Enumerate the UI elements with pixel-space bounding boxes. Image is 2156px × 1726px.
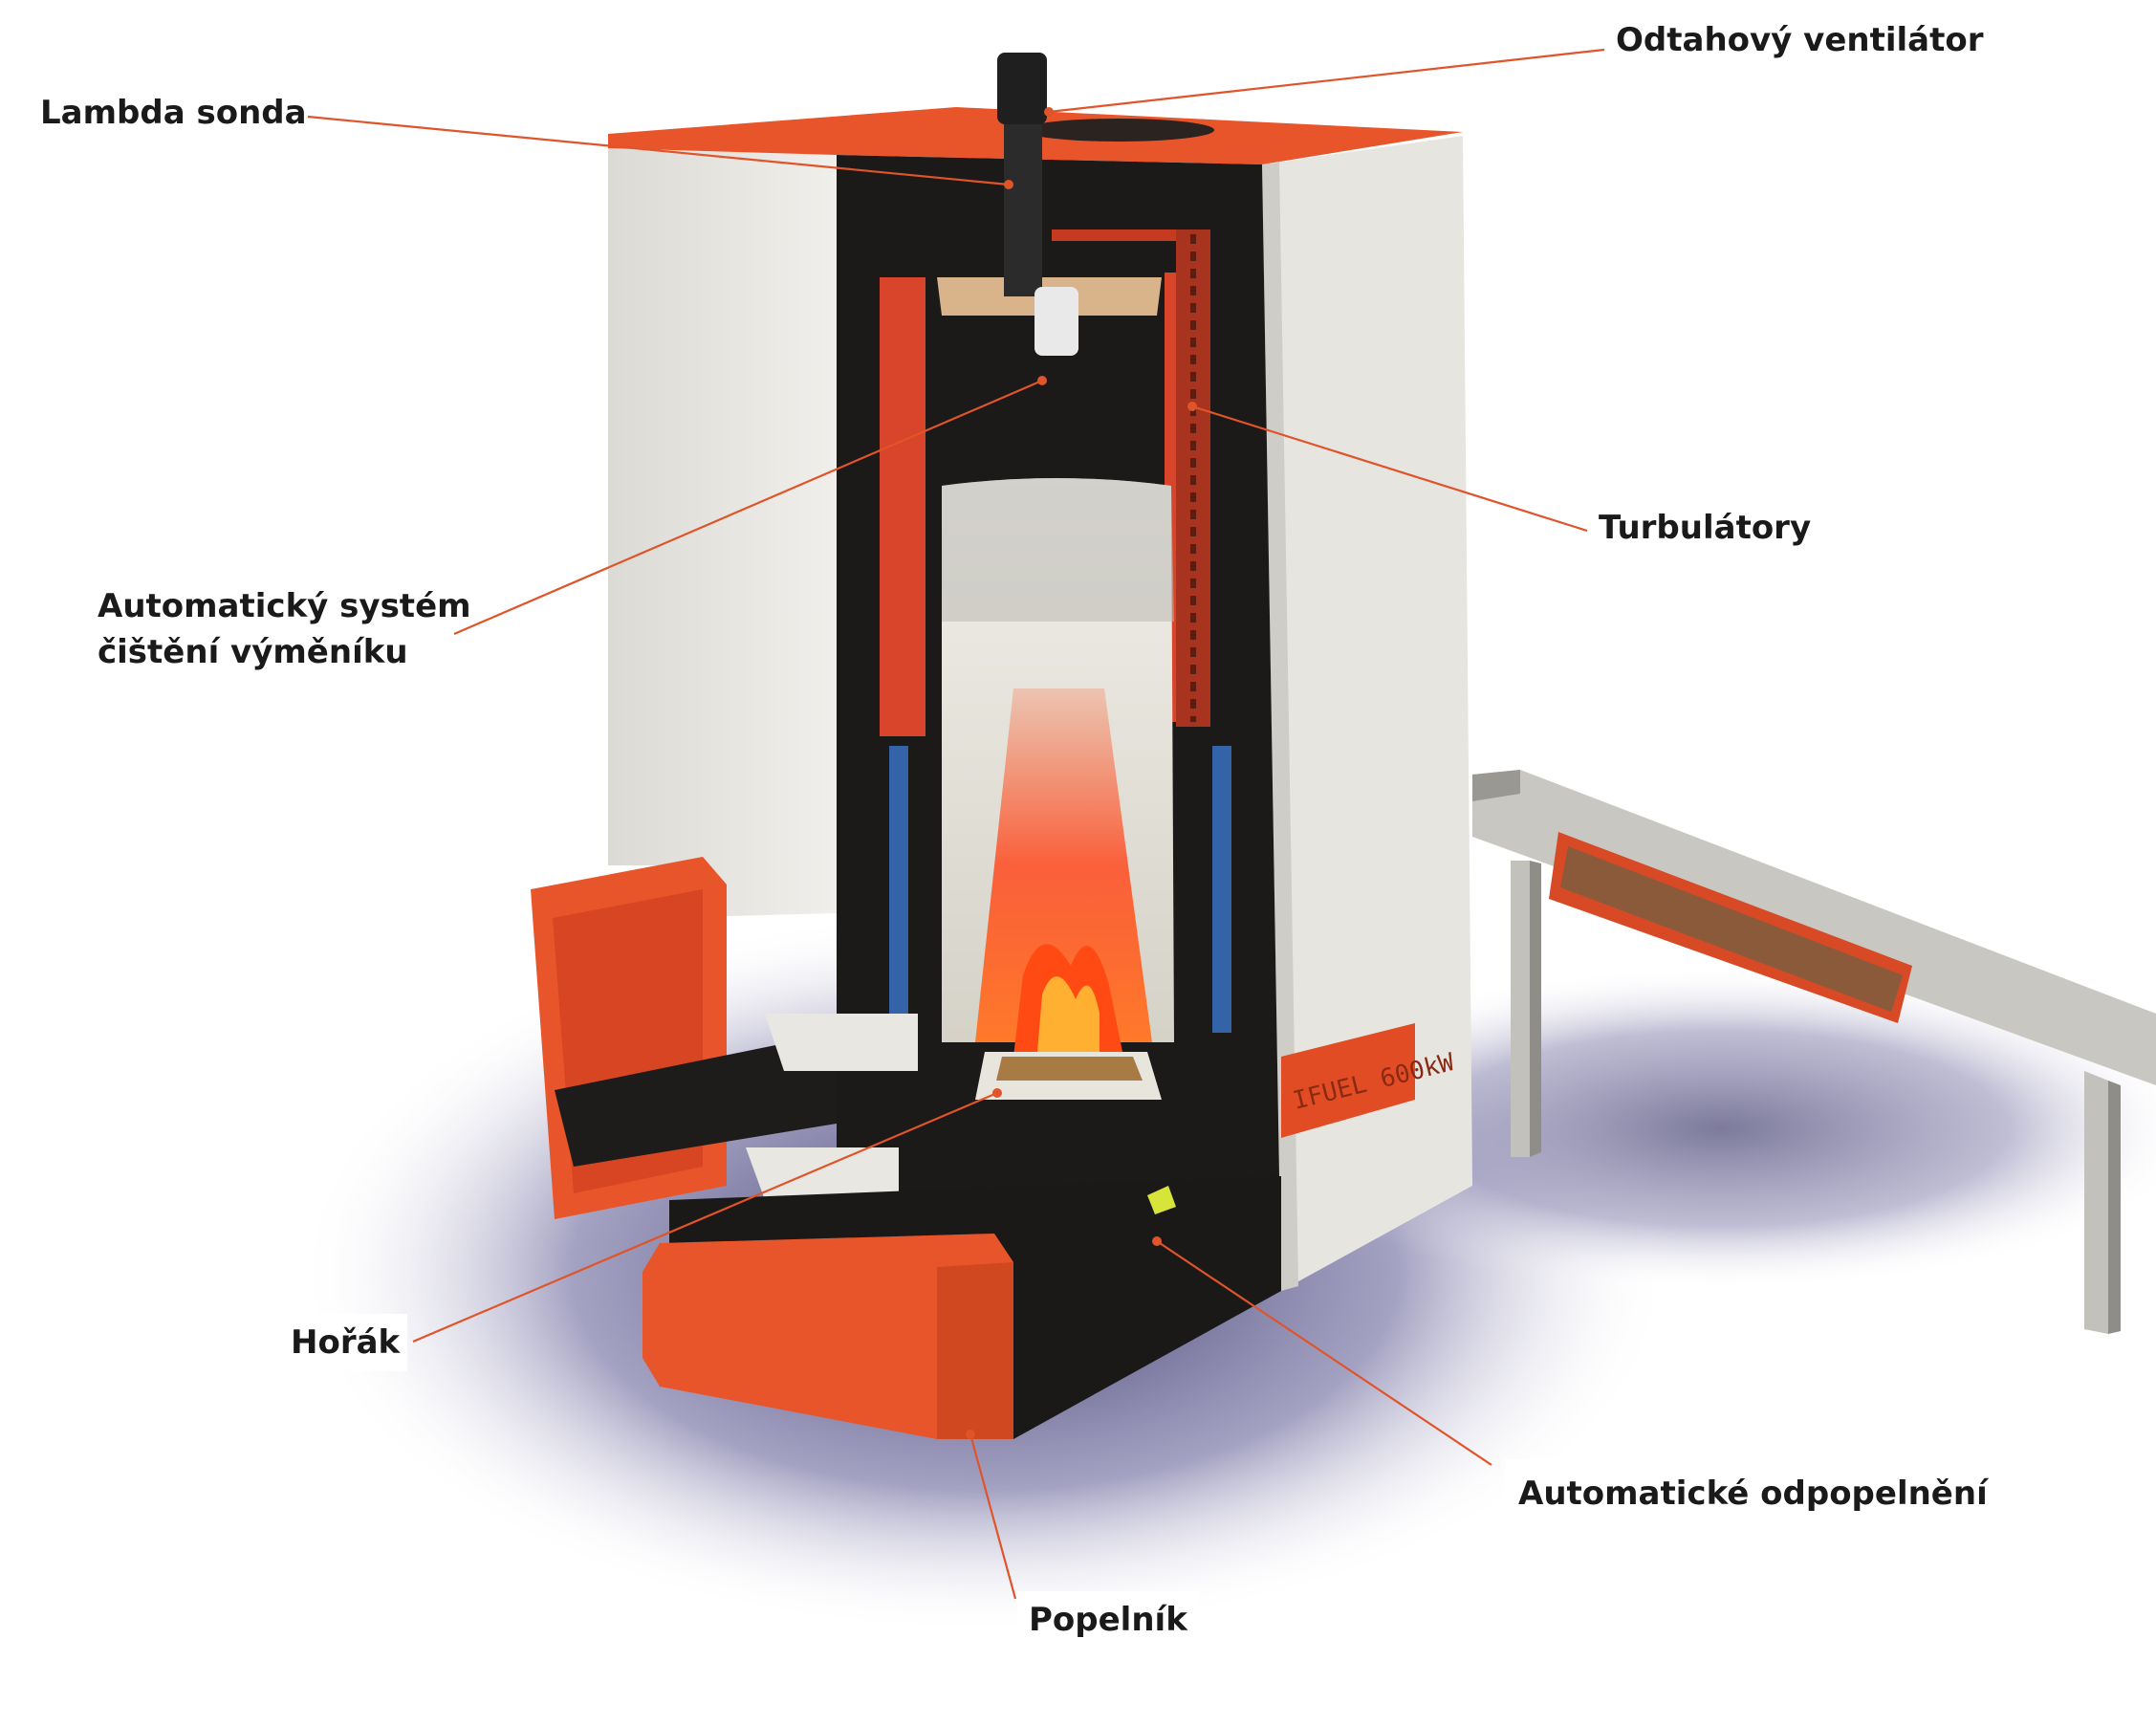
nameplate: IFUEL 600kW: [1281, 1023, 1457, 1138]
ash-sensor: [1147, 1186, 1176, 1214]
feed-conveyor: [1472, 770, 2156, 1334]
leader-lambda-probe: [307, 115, 1010, 186]
leader-endpoints: [966, 107, 1197, 1439]
burner-door: [531, 857, 837, 1219]
leader-auto-ash-removal: [1156, 1240, 1492, 1466]
exhaust-fan: [997, 53, 1047, 124]
conveyor-shadow: [1243, 966, 2156, 1291]
label-lambda-probe: Lambda sonda: [40, 94, 307, 132]
label-auto-ash-removal: Automatické odpopelnění: [1505, 1459, 2059, 1624]
boiler-right-panel: [1262, 136, 1472, 1291]
leader-exhaust-fan: [1048, 48, 1605, 114]
label-exhaust-fan: Odtahový ventilátor: [1616, 21, 1984, 59]
leader-burner: [412, 1091, 998, 1344]
leader-ash-box: [969, 1433, 1017, 1600]
label-auto-cleaning: Automatický systém čištění výměníku: [98, 587, 471, 671]
label-ash-box: Popelník: [1017, 1591, 1199, 1649]
leader-turbulators: [1191, 404, 1588, 533]
leader-auto-cleaning: [453, 379, 1043, 636]
fan-opening: [1023, 119, 1214, 142]
label-turbulators: Turbulátory: [1599, 509, 1812, 547]
turbulators: [1176, 229, 1210, 727]
lambda-probe: [1034, 287, 1078, 356]
combustion-chamber: [942, 478, 1174, 1100]
boiler-left-panel: [608, 148, 837, 918]
ash-box: [642, 1234, 1013, 1439]
leader-lines: [307, 48, 1605, 1600]
label-burner: Hořák: [283, 1314, 408, 1371]
